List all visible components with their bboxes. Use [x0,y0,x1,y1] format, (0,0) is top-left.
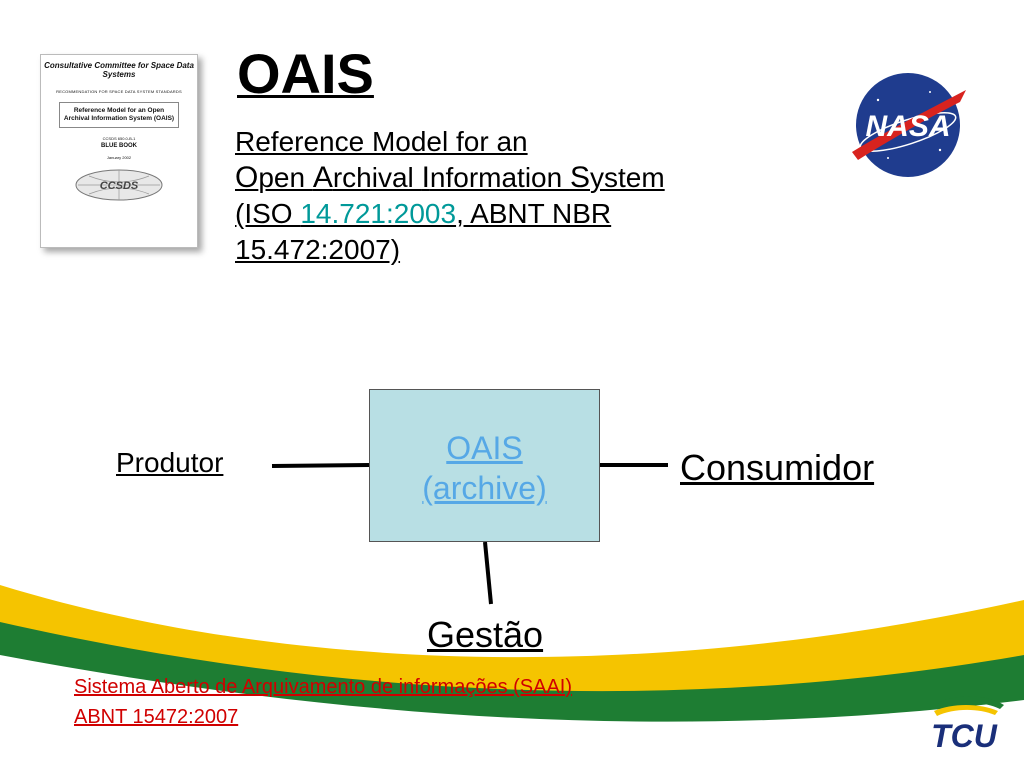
subtitle-line-3: (ISO 14.721:2003, ABNT NBR [235,196,775,232]
page-title: OAIS [237,42,374,105]
cover-book-label: BLUE BOOK [101,143,137,149]
subtitle-line-1: Reference Model for an [235,126,528,157]
nasa-logo-icon: NASA [852,73,966,177]
ccsds-book-cover: Consultative Committee for Space Data Sy… [40,54,198,248]
white-footer-band [0,655,1024,768]
tcu-logo-icon: TCU [931,696,1004,754]
subtitle-word-archival: rchival [332,162,422,193]
ccsds-logo-icon: CCSDS [75,169,163,201]
cover-doc-title: Reference Model for an Open Archival Inf… [59,102,179,128]
label-produtor: Produtor [116,447,224,478]
subtitle-line-4: 15.472:2007) [235,234,401,265]
subtitle-abnt-suffix: , ABNT NBR [456,198,612,229]
connector-gestao [483,541,493,605]
subtitle-initial-o: O [235,161,259,194]
cover-date: January 2002 [106,155,132,160]
subtitle-iso-prefix: (ISO [235,198,301,229]
subtitle: Reference Model for an Open Archival Inf… [235,124,775,268]
label-consumidor: Consumidor [680,447,875,488]
cover-recommendation: RECOMMENDATION FOR SPACE DATA SYSTEM STA… [56,89,182,94]
nasa-logo-text: NASA [865,110,950,143]
tcu-logo-text: TCU [931,718,998,754]
cover-org: Consultative Committee for Space Data Sy… [44,61,194,79]
cover-doc-number: CCSDS 650.0-B-1 [102,136,136,141]
subtitle-initial-a: A [312,161,333,194]
oais-box-subtitle-link[interactable]: (archive) [422,470,547,506]
label-gestao: Gestão [427,614,544,655]
footer-note-abnt-link[interactable]: ABNT 15472:2007 [74,706,239,728]
oais-box-title-link[interactable]: OAIS [446,430,523,466]
subtitle-word-system: ystem [590,162,665,193]
oais-archive-box: OAIS (archive) [369,389,600,542]
subtitle-initial-i: I [421,161,430,194]
subtitle-word-open: pen [258,162,313,193]
subtitle-word-information: nformation [429,162,570,193]
footer-note-saai-link[interactable]: Sistema Aberto de Arquivamento de inform… [74,676,573,698]
subtitle-initial-s: S [569,161,590,194]
ccsds-logo-text: CCSDS [100,180,139,192]
subtitle-line-2: Open Archival Information System [235,160,775,196]
iso-standard-link[interactable]: 14.721:2003 [300,198,457,229]
connector-produtor [271,463,370,468]
